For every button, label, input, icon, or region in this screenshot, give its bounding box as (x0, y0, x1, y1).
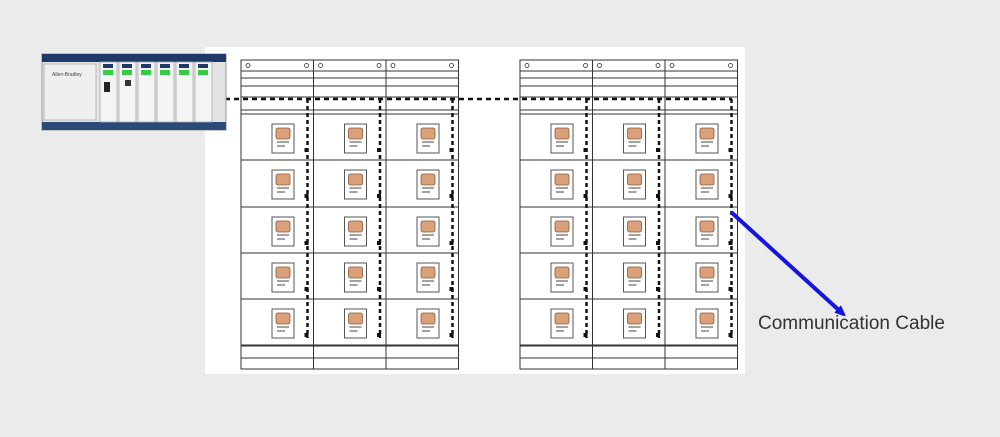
relay-module-icon (695, 262, 719, 293)
cable-tap (449, 194, 454, 198)
relay-module-icon (623, 216, 646, 247)
module-status-display (198, 70, 208, 75)
plc-chassis-image: Allen-Bradley (41, 53, 227, 131)
relay-module-icon (550, 262, 574, 293)
io-module (137, 61, 156, 123)
relay-module-icon (344, 262, 367, 293)
communication-cable-arrow (729, 210, 842, 313)
cable-tap (656, 333, 660, 337)
io-module (194, 61, 213, 123)
relay-module-icon (344, 308, 367, 339)
relay-module-icon (623, 262, 646, 293)
relay-module-icon (695, 123, 719, 154)
mcc-lineup-2 (519, 59, 738, 370)
mcc-section (313, 59, 387, 370)
relay-module-icon (695, 308, 719, 339)
screw-icon (245, 63, 251, 68)
relay-module-icon (271, 169, 295, 200)
relay-module-icon (416, 216, 440, 247)
screw-icon (655, 63, 661, 68)
relay-module-icon (271, 123, 295, 154)
mcc-section (519, 59, 593, 370)
relay-module-icon (344, 216, 367, 247)
power-supply-module (43, 63, 97, 121)
relay-module-icon (550, 123, 574, 154)
mcc-section (664, 59, 738, 370)
relay-module-icon (344, 123, 367, 154)
screw-icon (597, 63, 602, 68)
relay-module-icon (416, 262, 440, 293)
cable-tap (377, 194, 381, 198)
module-status-display (160, 70, 170, 75)
relay-module-icon (695, 216, 719, 247)
cable-tap (377, 333, 381, 337)
relay-module-icon (416, 169, 440, 200)
relay-module-icon (550, 308, 574, 339)
relay-module-icon (550, 216, 574, 247)
communication-cable-label: Communication Cable (758, 313, 945, 334)
screw-icon (524, 63, 530, 68)
relay-module-icon (344, 169, 367, 200)
cable-tap (449, 333, 454, 337)
io-module (118, 61, 137, 123)
relay-module-icon (271, 262, 295, 293)
port (125, 80, 131, 86)
module-status-display (179, 70, 189, 75)
screw-icon (728, 63, 733, 68)
mcc-lineup-1 (240, 59, 459, 370)
io-module (156, 61, 175, 123)
mcc-section (592, 59, 666, 370)
key-switch (104, 82, 110, 92)
relay-module-icon (416, 123, 440, 154)
relay-module-icon (416, 308, 440, 339)
relay-module-icon (271, 216, 295, 247)
cable-tap (728, 194, 733, 198)
relay-module-icon (550, 169, 574, 200)
mcc-section (385, 59, 459, 370)
plc-brand-logo: Allen-Bradley (52, 72, 82, 78)
screw-icon (669, 63, 675, 68)
module-status-display (103, 70, 113, 75)
relay-module-icon (623, 123, 646, 154)
relay-module-icon (623, 169, 646, 200)
screw-icon (583, 63, 588, 68)
screw-icon (376, 63, 382, 68)
cable-tap (583, 333, 588, 337)
screw-icon (449, 63, 454, 68)
module-status-display (141, 70, 151, 75)
cable-tap (304, 333, 309, 337)
module-status-display (122, 70, 132, 75)
relay-module-icon (623, 308, 646, 339)
cable-tap (304, 194, 309, 198)
mcc-section (240, 59, 314, 370)
cable-tap (583, 194, 588, 198)
screw-icon (390, 63, 396, 68)
relay-module-icon (271, 308, 295, 339)
cable-tap (728, 333, 733, 337)
screw-icon (318, 63, 323, 68)
io-module (175, 61, 194, 123)
cable-tap (656, 194, 660, 198)
screw-icon (304, 63, 309, 68)
relay-module-icon (695, 169, 719, 200)
